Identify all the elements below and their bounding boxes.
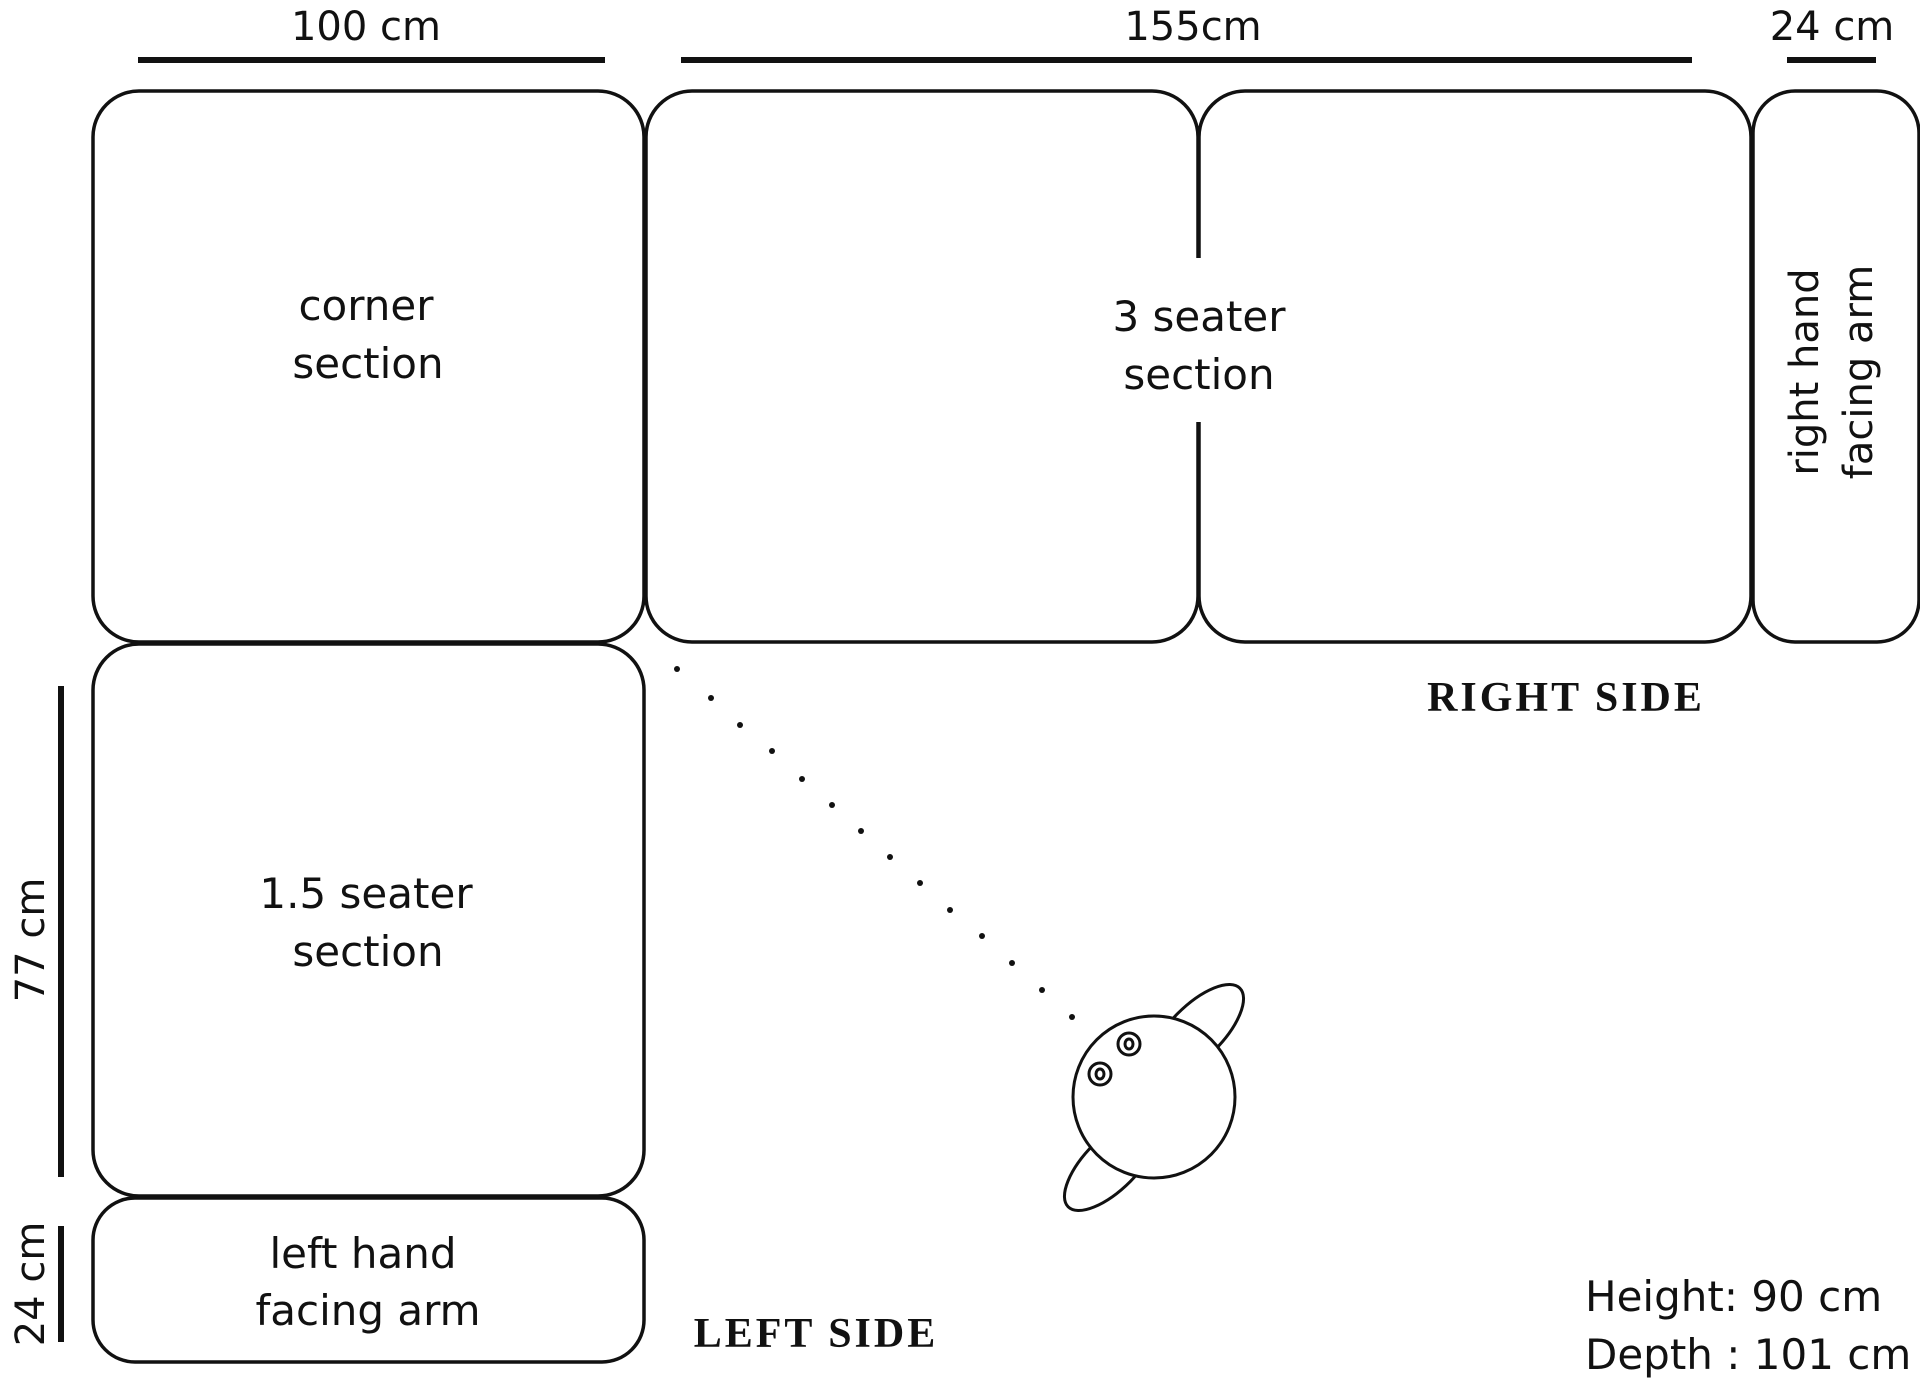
three-seater-section: 3 seater section xyxy=(644,89,1753,644)
three-seater-left-cushion xyxy=(644,89,1200,644)
right-arm-dimension-label: 24 cm xyxy=(1770,4,1895,50)
depth-spec: Depth : 101 cm xyxy=(1585,1330,1911,1379)
left-arm-label-line2: facing arm xyxy=(255,1286,480,1335)
person-top-view-icon xyxy=(1062,982,1246,1213)
left-arm-dimension-label: 24 cm xyxy=(8,1222,54,1347)
person-head xyxy=(1071,1014,1237,1180)
corner-section: corner section xyxy=(91,89,646,644)
corner-section-label-line2: section xyxy=(292,339,443,388)
height-spec: Height: 90 cm xyxy=(1585,1272,1882,1321)
three-seater-dimension-label: 155cm xyxy=(1124,4,1261,50)
dotted-sightline xyxy=(674,666,1075,1020)
left-length-dimension-label: 77 cm xyxy=(8,878,54,1003)
right-arm-section: right hand facing arm xyxy=(1751,89,1920,644)
left-arm-section: left hand facing arm xyxy=(91,1196,646,1364)
three-seater-right-cushion xyxy=(1197,89,1753,644)
three-seater-label-line2: section xyxy=(1123,350,1274,399)
left-arm-label-line1: left hand xyxy=(269,1229,456,1278)
right-arm-label-line2: facing arm xyxy=(1836,265,1882,479)
corner-dimension-label: 100 cm xyxy=(291,4,441,50)
one-half-seater-section: 1.5 seater section xyxy=(91,642,646,1198)
corner-section-label-line1: corner xyxy=(298,281,434,330)
three-seater-label-line1: 3 seater xyxy=(1112,292,1286,341)
right-arm-label-line1: right hand xyxy=(1782,268,1828,475)
right-side-label: RIGHT SIDE xyxy=(1427,675,1705,721)
left-side-label: LEFT SIDE xyxy=(694,1311,939,1357)
one-half-seater-label-line1: 1.5 seater xyxy=(259,869,473,918)
one-half-seater-label-line2: section xyxy=(292,927,443,976)
